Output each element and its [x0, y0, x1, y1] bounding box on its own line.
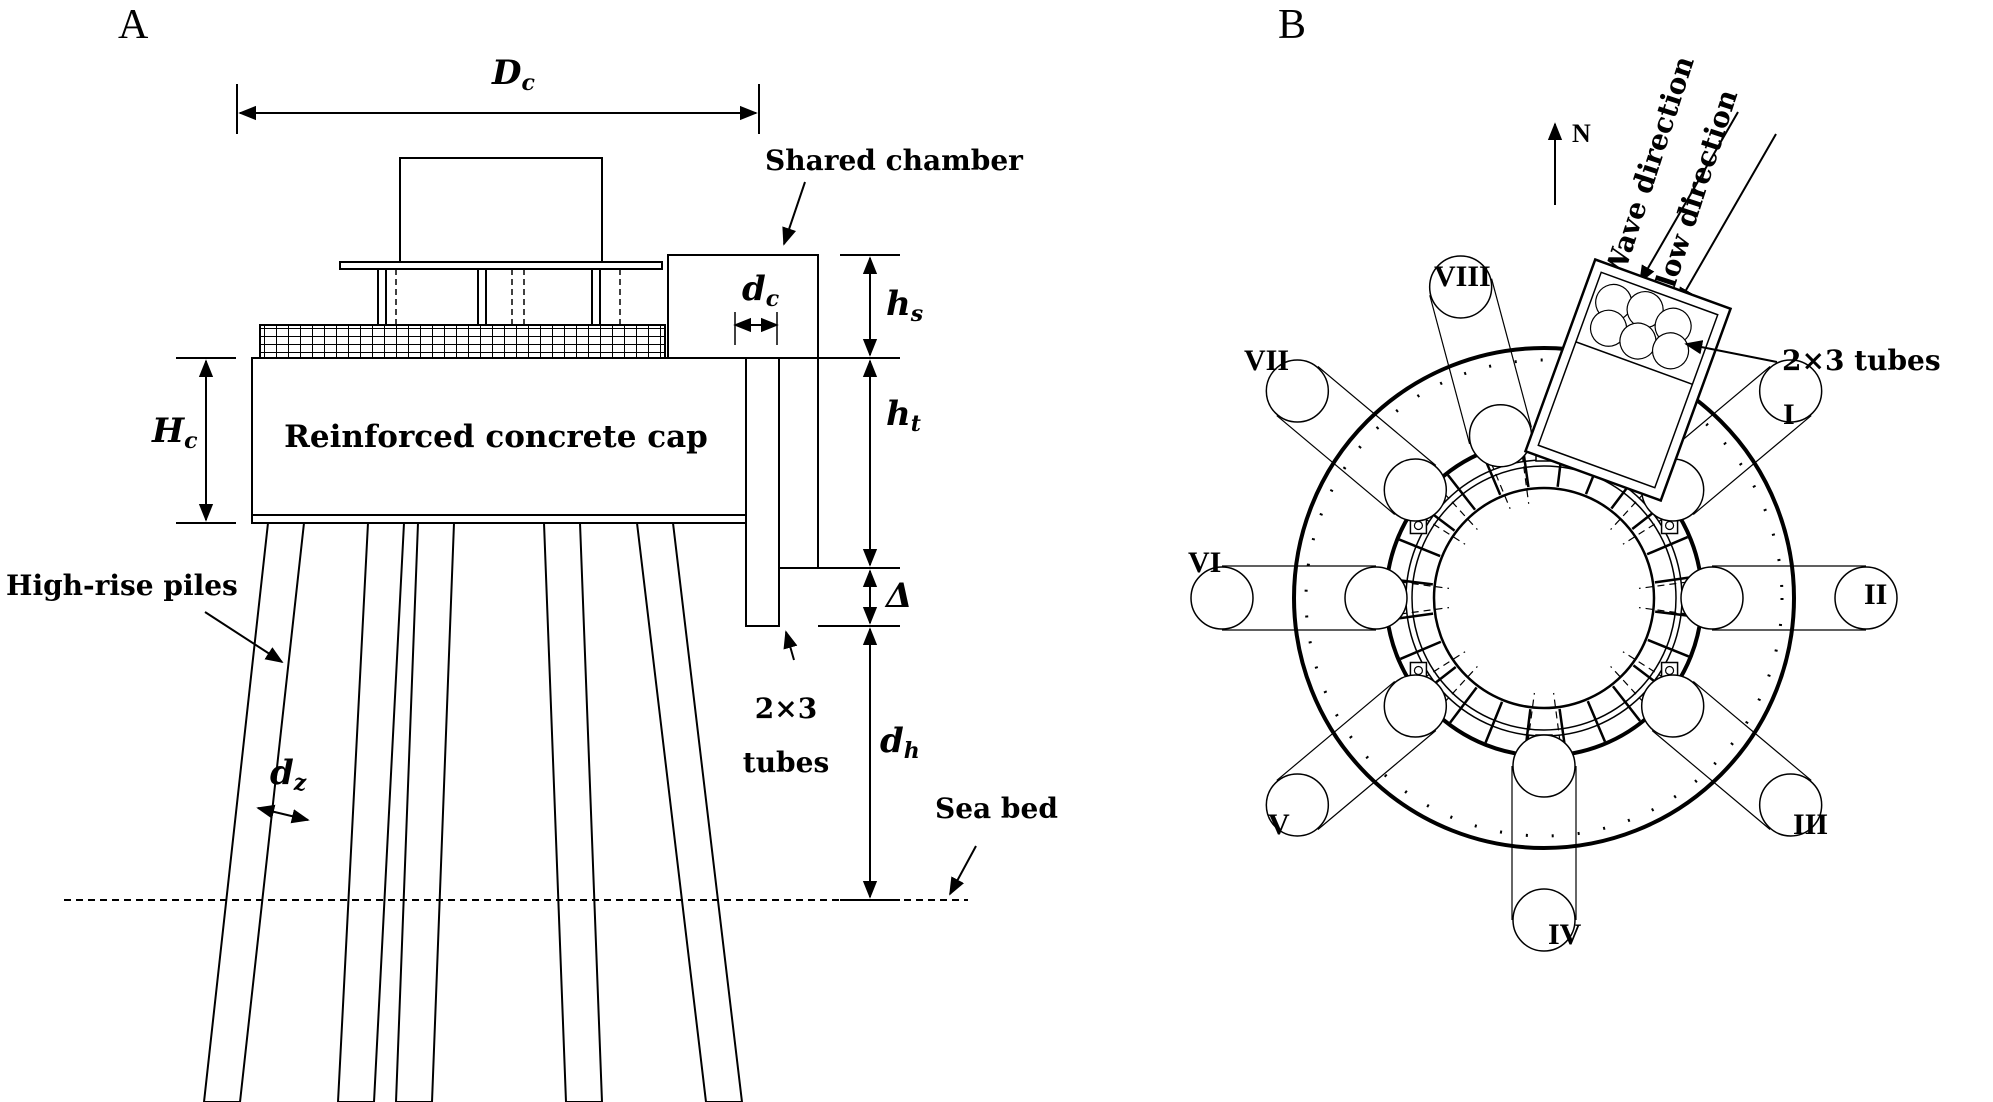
tube-pair [1610, 651, 1823, 837]
panel-a: A Dc Shared chamber [6, 2, 1058, 1102]
tube-box [1523, 257, 1733, 503]
station-label-vii: VII [1244, 344, 1289, 377]
shared-chamber-label: Shared chamber [765, 144, 1024, 177]
superstructure-box [399, 157, 603, 265]
stiffener [1586, 700, 1607, 743]
pile [394, 522, 456, 1102]
dim-hc: Hc [151, 357, 236, 524]
station-label-ii: II [1864, 578, 1887, 611]
shared-chamber-pointer [782, 181, 806, 246]
pile [542, 522, 604, 1102]
outer-bolt-circle [1304, 358, 1784, 838]
inner-ring [1432, 486, 1656, 710]
flow-direction-arrow [1677, 133, 1777, 306]
dim-hs-label: hs [886, 284, 923, 327]
station-label-iii: III [1793, 808, 1828, 841]
mid-inner-line-2 [1411, 465, 1677, 731]
dim-chain: hs ht Δ dh [818, 254, 923, 901]
tube-pair [1265, 651, 1478, 837]
stiffener [1399, 640, 1442, 661]
dim-dc-small: dc [733, 269, 780, 345]
tube-box-pointer [1684, 340, 1778, 363]
cap-label: Reinforced concrete cap [284, 419, 708, 455]
tubes-label-2: tubes [743, 746, 829, 779]
station-label-vi: VI [1188, 546, 1221, 579]
panel-b-letter: B [1278, 2, 1306, 48]
dim-dc: Dc [236, 53, 760, 134]
tube-pair [1190, 565, 1450, 631]
north-label: N [1572, 119, 1591, 148]
wave-direction-arrow [1639, 111, 1739, 284]
dim-dh-label: dh [880, 721, 920, 764]
platform-deck [339, 261, 663, 325]
tube-front [745, 357, 780, 627]
panel-a-letter: A [118, 2, 149, 48]
stiffener [1647, 638, 1690, 658]
dim-delta-label: Δ [884, 576, 912, 616]
stiffener [1611, 685, 1642, 722]
stiffener [1646, 535, 1689, 556]
dim-dc-small-label: dc [742, 269, 780, 312]
dim-dc-label: Dc [491, 53, 535, 96]
rebar-grid [259, 324, 666, 359]
pile [336, 522, 406, 1102]
sea-bed-label: Sea bed [935, 792, 1058, 825]
station-label-v: V [1268, 808, 1290, 841]
stiffener [1484, 701, 1504, 744]
tube-back [778, 357, 819, 569]
dim-dz: dz [256, 753, 310, 824]
dim-ht-label: ht [886, 394, 921, 437]
station-label-i: I [1783, 398, 1795, 431]
piles-pointer [204, 611, 284, 663]
dim-dz-label: dz [270, 753, 307, 796]
stiffener [1398, 538, 1441, 558]
tube-pair [1638, 565, 1898, 631]
tubes-label-1: 2×3 [755, 692, 817, 725]
tube-pair [1511, 692, 1577, 952]
stiffener [1446, 474, 1477, 511]
sea-bed-pointer [949, 845, 977, 896]
high-rise-piles-label: High-rise piles [6, 569, 238, 602]
shared-chamber-box [667, 254, 819, 359]
outer-ring [1292, 346, 1796, 850]
pile [635, 522, 744, 1102]
tube-pair [1428, 255, 1533, 509]
cap-base-plate [251, 514, 747, 524]
piles [202, 522, 744, 1102]
stiffener [1449, 686, 1478, 724]
station-label-viii: VIII [1434, 260, 1491, 293]
dim-hc-label: Hc [151, 411, 198, 454]
tube-box-label: 2×3 tubes [1782, 344, 1941, 377]
tube-pair [1265, 359, 1478, 545]
tube-pairs [1190, 255, 1898, 952]
pile [202, 522, 306, 1102]
panel-b: B N Wave direction Flow direction [1188, 2, 1941, 952]
tubes-pointer [783, 630, 798, 661]
station-label-iv: IV [1548, 918, 1582, 951]
